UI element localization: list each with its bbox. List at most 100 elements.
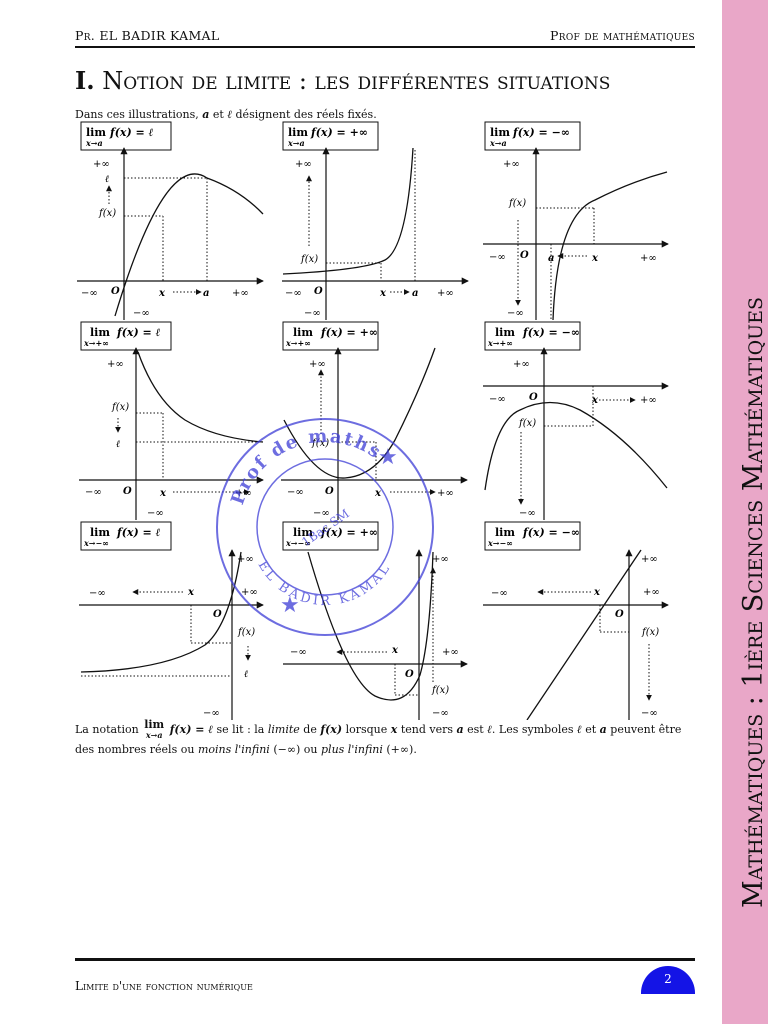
note-text: est [467, 723, 484, 736]
lim-sub: x→+∞ [285, 338, 311, 348]
lim-text: lim [293, 326, 313, 339]
label-fx: f(x) [508, 198, 526, 209]
label-origin: O [213, 609, 222, 620]
figure-lim-a-plus-inf: lim x→a f(x) = +∞ +∞ f(x) −∞ O x a +∞ −∞ [282, 121, 469, 320]
header-rule [75, 46, 695, 48]
label-x: x [158, 288, 166, 299]
label-plus-inf: +∞ [437, 488, 454, 499]
label-minus-inf: −∞ [432, 708, 449, 719]
lim-expr: f(x) = ℓ [116, 326, 161, 339]
lim-expr: f(x) = ℓ [109, 126, 154, 139]
label-plus-inf: +∞ [437, 288, 454, 299]
lim-expr: f(x) = +∞ [310, 126, 368, 139]
label-l: ℓ [116, 439, 120, 450]
section-number: I. [75, 66, 95, 95]
sidebar-band [722, 0, 768, 1024]
label-fx: f(x) [431, 685, 449, 696]
intro-suffix: désignent des réels fixés. [235, 108, 377, 121]
label-plus-inf: +∞ [503, 159, 520, 170]
note-a: a [599, 723, 607, 736]
figure-lim-plus-inf-minus-inf: lim x→+∞ f(x) = −∞ +∞ f(x) −∞ O x +∞ −∞ [483, 321, 669, 520]
figure-lim-minus-inf-finite: lim x→−∞ f(x) = ℓ +∞ −∞ x +∞ O f(x) ℓ −∞ [79, 521, 264, 720]
note-text: de [303, 723, 317, 736]
page-number: 2 [641, 966, 695, 994]
lim-sub: x→a [85, 138, 103, 148]
label-origin: O [520, 250, 529, 261]
lim-sub: x→+∞ [487, 338, 513, 348]
label-plus-inf: +∞ [232, 288, 249, 299]
lim-text: lim [495, 526, 515, 539]
label-plus-inf: +∞ [295, 159, 312, 170]
note-fx: f(x) [320, 723, 343, 736]
label-origin: O [325, 486, 334, 497]
label-x: x [593, 587, 601, 598]
sidebar-title-text: Mathématiques : 1ière Sciences Mathémati… [738, 296, 768, 908]
label-plus-inf: +∞ [640, 253, 657, 264]
label-plus-inf: +∞ [432, 554, 449, 565]
label-plus-inf: +∞ [241, 587, 258, 598]
intro-text: Dans ces illustrations, a et ℓ désignent… [75, 108, 377, 121]
lim-sub: x→−∞ [83, 538, 109, 548]
lim-text: lim [490, 126, 510, 139]
note-plus-infinity-word: plus l'infini [321, 743, 383, 756]
label-plus-inf: +∞ [442, 647, 459, 658]
label-minus-inf: −∞ [491, 588, 508, 599]
lim-sub: x→a [287, 138, 305, 148]
note-text: ou [303, 743, 318, 756]
note-expr: f(x) = ℓ [169, 723, 213, 736]
label-x: x [374, 488, 382, 499]
label-minus-inf: −∞ [89, 588, 106, 599]
page-header: Pr. EL BADIR KAMAL Prof de mathématiques [75, 28, 695, 46]
lim-expr: f(x) = −∞ [512, 126, 570, 139]
label-fx: f(x) [311, 438, 329, 449]
figure-lim-a-finite: lim x→a f(x) = ℓ +∞ ℓ f(x) −∞ O x a +∞ −… [77, 121, 264, 320]
intro-l: ℓ [227, 108, 233, 121]
label-minus-inf: −∞ [507, 308, 524, 319]
note-text: peuvent être des nombres réels ou [75, 723, 682, 756]
lim-expr: f(x) = +∞ [320, 526, 378, 539]
label-x: x [159, 488, 167, 499]
note-text: . Les symboles [491, 723, 574, 736]
note-limite: limite [267, 723, 300, 736]
figure-lim-plus-inf-plus-inf: lim x→+∞ f(x) = +∞ +∞ f(x) −∞ O x +∞ −∞ [281, 321, 468, 520]
label-minus-inf: −∞ [287, 487, 304, 498]
label-minus-inf: −∞ [203, 708, 220, 719]
note-minus-infinity-word: moins l'infini [197, 743, 270, 756]
footer-title: Limite d'une fonction numérique [75, 979, 253, 993]
lim-sub: x→+∞ [83, 338, 109, 348]
author-role: Prof de mathématiques [550, 28, 695, 43]
label-origin: O [111, 286, 120, 297]
label-fx: f(x) [518, 418, 536, 429]
lim-text: lim [288, 126, 308, 139]
author-name: Pr. EL BADIR KAMAL [75, 28, 220, 43]
label-minus-inf: −∞ [147, 508, 164, 519]
label-l: ℓ [244, 669, 248, 680]
label-origin: O [314, 286, 323, 297]
lim-expr: f(x) = −∞ [522, 526, 580, 539]
label-origin: O [615, 609, 624, 620]
label-a: a [412, 288, 418, 299]
notation-paragraph: La notation lim x→a f(x) = ℓ se lit : la… [75, 718, 695, 759]
figure-lim-minus-inf-minus-inf: lim x→−∞ f(x) = −∞ +∞ −∞ x +∞ O f(x) −∞ [483, 521, 669, 720]
figure-lim-minus-inf-plus-inf: lim x→−∞ f(x) = +∞ +∞ −∞ x +∞ O f(x) −∞ [282, 521, 468, 720]
note-lim-word: lim [144, 718, 165, 731]
label-x: x [379, 288, 387, 299]
label-fx: f(x) [300, 254, 318, 265]
section-title: I. Notion de limite : les différentes si… [75, 66, 610, 95]
note-lim: lim x→a [144, 718, 165, 740]
note-lim-sub: x→a [145, 730, 163, 740]
lim-sub: x→a [489, 138, 507, 148]
note-l: ℓ [577, 723, 582, 736]
label-minus-inf: −∞ [81, 288, 98, 299]
lim-text: lim [90, 326, 110, 339]
lim-sub: x→−∞ [285, 538, 311, 548]
label-origin: O [529, 392, 538, 403]
lim-expr: f(x) = +∞ [320, 326, 378, 339]
limit-figures: lim x→a f(x) = ℓ +∞ ℓ f(x) −∞ O x a +∞ −… [77, 121, 669, 720]
figure-lim-plus-inf-finite: lim x→+∞ f(x) = ℓ +∞ f(x) ℓ −∞ O x +∞ −∞ [79, 321, 264, 520]
label-fx: f(x) [641, 627, 659, 638]
label-minus-inf: −∞ [489, 394, 506, 405]
label-a: a [203, 288, 209, 299]
label-origin: O [405, 669, 414, 680]
label-minus-inf: −∞ [489, 252, 506, 263]
